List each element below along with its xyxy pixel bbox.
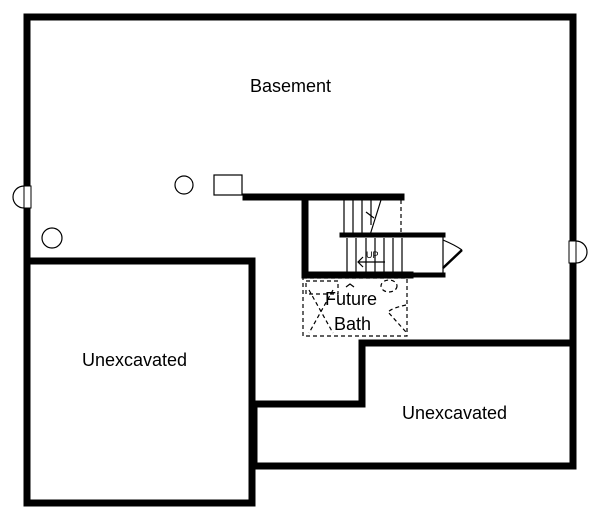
stair-up-label: UP <box>366 250 379 260</box>
door-swing-icon <box>442 239 463 251</box>
window-well-left-icon <box>12 185 25 209</box>
unexcavated-left-wall <box>23 257 256 507</box>
exterior-wall <box>23 13 577 507</box>
future-bath-label-line1: Future <box>325 289 377 309</box>
future-bath-fixtures <box>302 277 408 337</box>
room-label-unexcavated-right: Unexcavated <box>402 403 507 423</box>
stair-treads-lower <box>346 238 403 273</box>
furnace-icon <box>213 174 243 196</box>
future-bath-label-line2: Bath <box>334 314 371 334</box>
door <box>442 249 463 269</box>
water-heater-icon <box>174 175 194 195</box>
unexcavated-right-wall <box>250 339 577 470</box>
stair-wall <box>301 193 414 279</box>
room-label-unexcavated-left: Unexcavated <box>82 350 187 370</box>
stair-treads-upper <box>343 199 402 236</box>
room-label-basement: Basement <box>250 76 331 96</box>
sump-pit-icon <box>41 227 63 249</box>
window-well-right-icon <box>575 240 588 264</box>
